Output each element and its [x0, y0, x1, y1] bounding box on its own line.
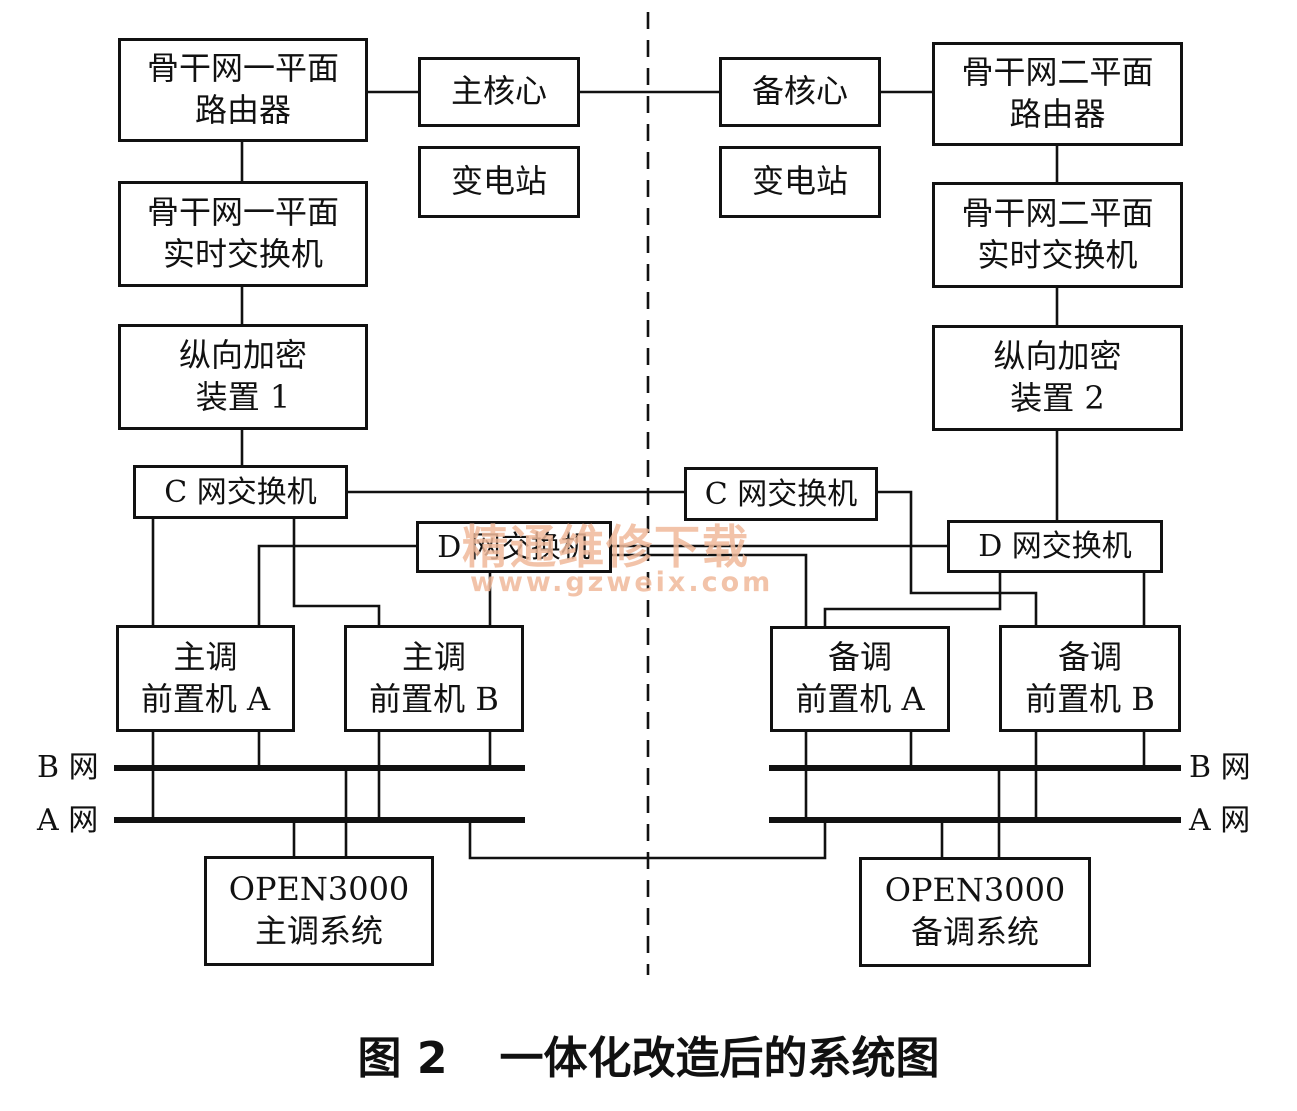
backbone2-switch-line2: 实时交换机	[977, 236, 1138, 274]
bus-b-left-label: B 网	[37, 750, 99, 785]
main-front-end-b-line2: 前置机 B	[369, 679, 499, 718]
backup-core-label: 备核心	[751, 72, 848, 111]
backbone1-router: 骨干网一平面 路由器	[118, 38, 368, 142]
c-network-switch-1-label: C 网交换机	[164, 474, 317, 510]
main-front-end-a: 主调 前置机 A	[116, 625, 295, 732]
substation-1-label: 变电站	[450, 162, 547, 201]
open3000-main-system: OPEN3000 主调系统	[204, 856, 434, 966]
backup-front-end-b-line1: 备调	[1057, 637, 1122, 676]
backbone1-router-line1: 骨干网一平面	[146, 49, 339, 88]
d-network-switch-1-label: D 网交换机	[437, 529, 591, 565]
substation-2: 变电站	[719, 146, 881, 218]
figure-caption: 图 2 一体化改造后的系统图	[0, 1022, 1297, 1086]
c-network-switch-1: C 网交换机	[133, 465, 348, 519]
link-dswitch1-mainfepa	[257, 544, 419, 626]
encryption-device-1-line2: 装置 1	[195, 378, 291, 416]
backbone2-router-line2: 路由器	[1009, 95, 1106, 133]
backup-front-end-a-line1: 备调	[827, 638, 892, 677]
d-network-switch-1: D 网交换机	[416, 521, 612, 573]
d-network-switch-2: D 网交换机	[947, 520, 1163, 573]
open3000-backup-system: OPEN3000 备调系统	[859, 857, 1091, 967]
bus-b-right-label: B 网	[1189, 750, 1251, 785]
main-core-label: 主核心	[450, 72, 547, 111]
backup-front-end-b-line2: 前置机 B	[1025, 679, 1155, 718]
open3000-main-line2: 主调系统	[254, 912, 383, 950]
backup-front-end-b: 备调 前置机 B	[999, 625, 1181, 732]
encryption-device-2: 纵向加密 装置 2	[932, 325, 1183, 431]
backbone2-switch: 骨干网二平面 实时交换机	[932, 182, 1183, 288]
substation-1: 变电站	[418, 146, 580, 218]
link-cswitch2-backupfepb	[876, 490, 1038, 626]
main-core: 主核心	[418, 57, 580, 127]
encryption-device-1-line1: 纵向加密	[178, 336, 307, 375]
link-cross-a-net	[468, 820, 827, 860]
substation-2-label: 变电站	[751, 162, 848, 201]
backbone1-switch-line1: 骨干网一平面	[146, 193, 339, 232]
c-network-switch-2-label: C 网交换机	[704, 476, 858, 512]
c-network-switch-2: C 网交换机	[684, 467, 878, 521]
d-network-switch-2-label: D 网交换机	[978, 529, 1132, 564]
backup-front-end-a: 备调 前置机 A	[770, 626, 950, 732]
backbone2-switch-line1: 骨干网二平面	[961, 194, 1154, 233]
main-front-end-a-line2: 前置机 A	[140, 679, 271, 718]
encryption-device-1: 纵向加密 装置 1	[118, 324, 368, 430]
encryption-device-2-line1: 纵向加密	[993, 337, 1122, 376]
figure-number: 图 2	[357, 1033, 448, 1084]
backup-front-end-a-line2: 前置机 A	[795, 680, 925, 718]
backbone2-router-line1: 骨干网二平面	[961, 53, 1154, 92]
open3000-backup-line1: OPEN3000	[884, 871, 1066, 910]
encryption-device-2-line2: 装置 2	[1010, 379, 1105, 417]
link-dswitch2-backupfepa	[823, 571, 1002, 626]
open3000-backup-line2: 备调系统	[910, 913, 1039, 951]
backbone1-router-line2: 路由器	[194, 91, 291, 129]
link-cswitch1-mainfepb	[292, 518, 381, 626]
bus-a-right-label: A 网	[1189, 803, 1251, 838]
main-front-end-a-line1: 主调	[173, 637, 238, 676]
backbone1-switch: 骨干网一平面 实时交换机	[118, 181, 368, 287]
figure-title: 一体化改造后的系统图	[499, 1033, 940, 1084]
backup-core: 备核心	[719, 57, 881, 127]
bus-a-left-label: A 网	[37, 803, 99, 838]
backbone1-switch-line2: 实时交换机	[162, 235, 323, 273]
main-front-end-b: 主调 前置机 B	[344, 625, 524, 732]
open3000-main-line1: OPEN3000	[228, 870, 410, 909]
main-front-end-b-line1: 主调	[401, 637, 466, 676]
backbone2-router: 骨干网二平面 路由器	[932, 42, 1183, 146]
link-dswitch1-backupfepa	[612, 553, 808, 626]
